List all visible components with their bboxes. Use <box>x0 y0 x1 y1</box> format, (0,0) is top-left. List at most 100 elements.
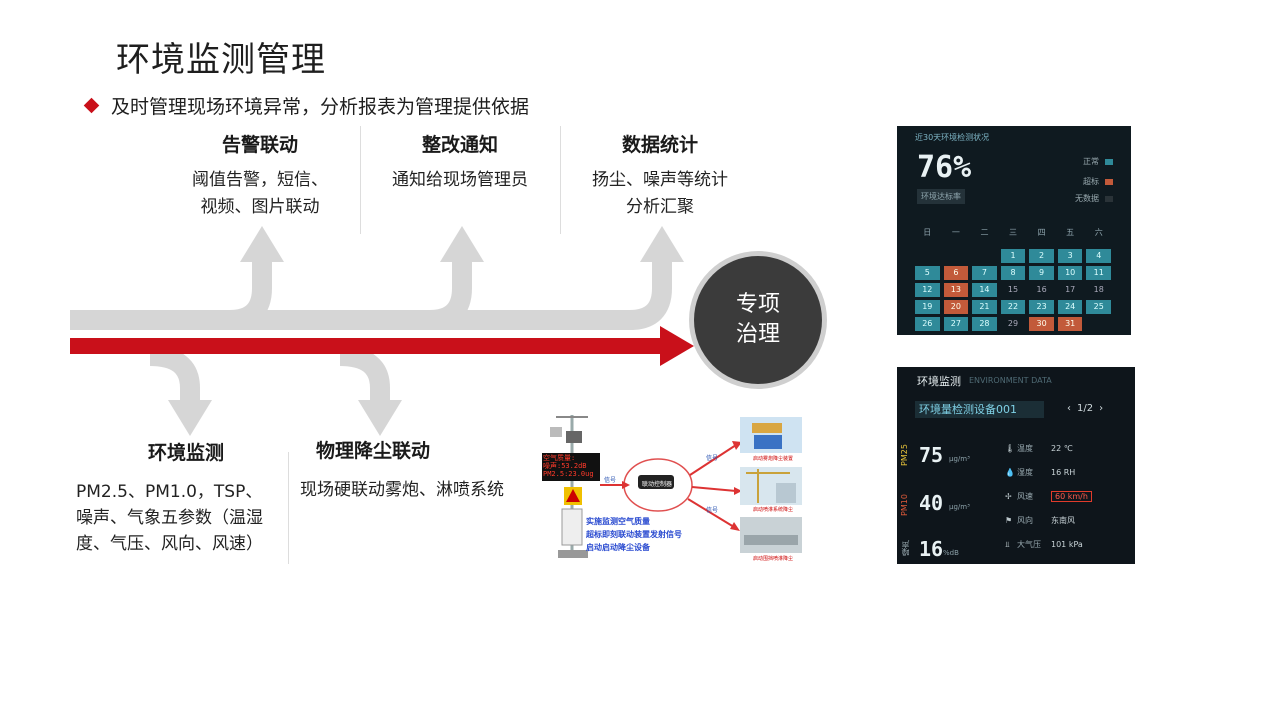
divider <box>560 126 561 234</box>
legend-label: 正常 <box>1083 157 1099 166</box>
calendar-day <box>915 249 940 263</box>
grey-branch-path <box>430 258 672 330</box>
calendar-day: 4 <box>1086 249 1112 263</box>
calendar-day: 17 <box>1065 285 1076 294</box>
subtitle-text: 及时管理现场环境异常，分析报表为管理提供依据 <box>111 96 530 118</box>
metric-unit: %dB <box>943 549 959 557</box>
calendar-day: 13 <box>943 283 969 297</box>
calendar-day: 3 <box>1057 249 1083 263</box>
calendar-day: 6 <box>943 266 969 280</box>
calendar-day <box>1086 317 1111 331</box>
column-desc: 现场硬联动雾炮、淋喷系统 <box>300 477 536 503</box>
desc-line: 度、气压、风向、风速） <box>76 534 263 554</box>
metric-unit: μg/m³ <box>949 455 970 463</box>
top-column-alarm: 告警联动 阈值告警，短信、 视频、图片联动 <box>160 130 360 221</box>
metric-icon: ✢ <box>1005 492 1012 501</box>
illustration-notes: 实施监测空气质量 超标即刻联动装置发射信号 启动启动降尘设备 <box>586 515 682 554</box>
legend-label: 无数据 <box>1075 194 1099 203</box>
metric-unit: μg/m³ <box>949 503 970 511</box>
desc-line: PM2.5、PM1.0，TSP、 <box>76 482 263 502</box>
note-line: 超标即刻联动装置发射信号 <box>586 530 682 539</box>
column-desc: 通知给现场管理员 <box>360 167 560 194</box>
metric-label: 湿度 <box>1017 468 1033 477</box>
signal-label: 信号 <box>604 477 617 484</box>
divider <box>288 452 289 564</box>
metric-row: ⚑风向东南风 <box>1005 515 1075 526</box>
panel-title-en: ENVIRONMENT DATA <box>969 376 1052 385</box>
calendar-day: 23 <box>1029 300 1054 314</box>
calendar-day: 16 <box>1036 285 1047 294</box>
special-governance-circle: 专项治理 <box>694 256 822 384</box>
metric-row: ✢ 风速 60 km/h <box>1005 491 1092 502</box>
page-indicator: 1/2 <box>1077 403 1094 414</box>
calendar-day: 5 <box>915 266 940 280</box>
calendar-day <box>972 249 997 263</box>
calendar-day: 26 <box>915 317 940 331</box>
metric-value: 75 <box>919 443 944 467</box>
grey-branch-path <box>149 346 200 404</box>
note-line: 启动启动降尘设备 <box>586 543 650 552</box>
weekday-label: 四 <box>1037 228 1046 237</box>
main-red-arrow-head <box>660 326 694 366</box>
calendar-day: 9 <box>1029 266 1054 280</box>
weekday-label: 三 <box>1009 228 1018 237</box>
metric-label: 风向 <box>1017 516 1033 525</box>
calendar-day: 24 <box>1057 300 1083 314</box>
arrow-up-icon <box>240 226 284 262</box>
divider <box>360 126 361 234</box>
metric-tag: PM25 <box>900 444 909 466</box>
calendar-day: 7 <box>972 266 997 280</box>
legend-swatch <box>1105 178 1113 185</box>
controller-label: 联动控制器 <box>641 481 672 488</box>
circle-line: 治理 <box>735 322 780 347</box>
signal-label: 信号 <box>706 507 719 514</box>
top-column-notice: 整改通知 通知给现场管理员 <box>360 130 560 194</box>
screen-line: 空气质量: <box>543 454 576 462</box>
desc-line: 分析汇聚 <box>626 197 694 217</box>
desc-line: 扬尘、噪声等统计 <box>592 170 728 190</box>
metric-value: 101 kPa <box>1051 540 1083 549</box>
metric-value: 16 <box>919 537 944 561</box>
calendar-day: 2 <box>1029 249 1054 263</box>
legend-swatch <box>1105 158 1113 165</box>
bottom-column-monitor: 环境监测 PM2.5、PM1.0，TSP、 噪声、气象五参数（温湿 度、气压、风… <box>76 438 286 557</box>
arrow-up-icon <box>440 226 484 262</box>
page-title: 环境监测管理 <box>116 40 326 80</box>
metric-label: 风速 <box>1017 492 1033 501</box>
calendar-day: 31 <box>1057 317 1083 331</box>
column-desc: PM2.5、PM1.0，TSP、 噪声、气象五参数（温湿 度、气压、风向、风速） <box>76 479 286 557</box>
calendar-day: 14 <box>972 283 997 297</box>
calendar-day <box>944 249 969 263</box>
column-desc: 阈值告警，短信、 视频、图片联动 <box>160 167 360 221</box>
device-label: 启动喷淋系统降尘 <box>752 507 793 513</box>
circle-line: 专项 <box>735 292 780 317</box>
next-page-icon[interactable]: › <box>1099 403 1104 414</box>
weekday-label: 日 <box>923 228 932 237</box>
illustration-graphics <box>542 415 802 558</box>
metric-icon: ⫫ <box>1005 540 1010 549</box>
device-label: 启动雾炮降尘装置 <box>752 456 793 462</box>
bottom-column-dust: 物理降尘联动 现场硬联动雾炮、淋喷系统 <box>300 436 536 503</box>
column-heading: 数据统计 <box>621 134 698 156</box>
desc-line: 阈值告警，短信、 <box>192 170 328 190</box>
device-selector[interactable]: 环境量检测设备001 <box>915 401 1044 418</box>
metric-icon: 💧 <box>1005 468 1015 477</box>
compliance-label: 环境达标率 <box>917 189 965 204</box>
led-screen: 空气质量: 噪声:53.2dB PM2.5:23.0ug <box>543 454 599 478</box>
prev-page-icon[interactable]: ‹ <box>1067 403 1071 414</box>
column-heading: 告警联动 <box>221 134 298 156</box>
pager: ‹ 1/2 › <box>1067 403 1103 414</box>
calendar-day: 21 <box>972 300 997 314</box>
metric-value: 60 km/h <box>1051 491 1092 502</box>
grey-branch-path <box>339 346 390 404</box>
desc-line: 噪声、气象五参数（温湿 <box>76 508 263 528</box>
legend-over: 超标 <box>1083 176 1113 187</box>
metric-value: 22 ℃ <box>1051 444 1073 453</box>
calendar-day: 27 <box>943 317 969 331</box>
